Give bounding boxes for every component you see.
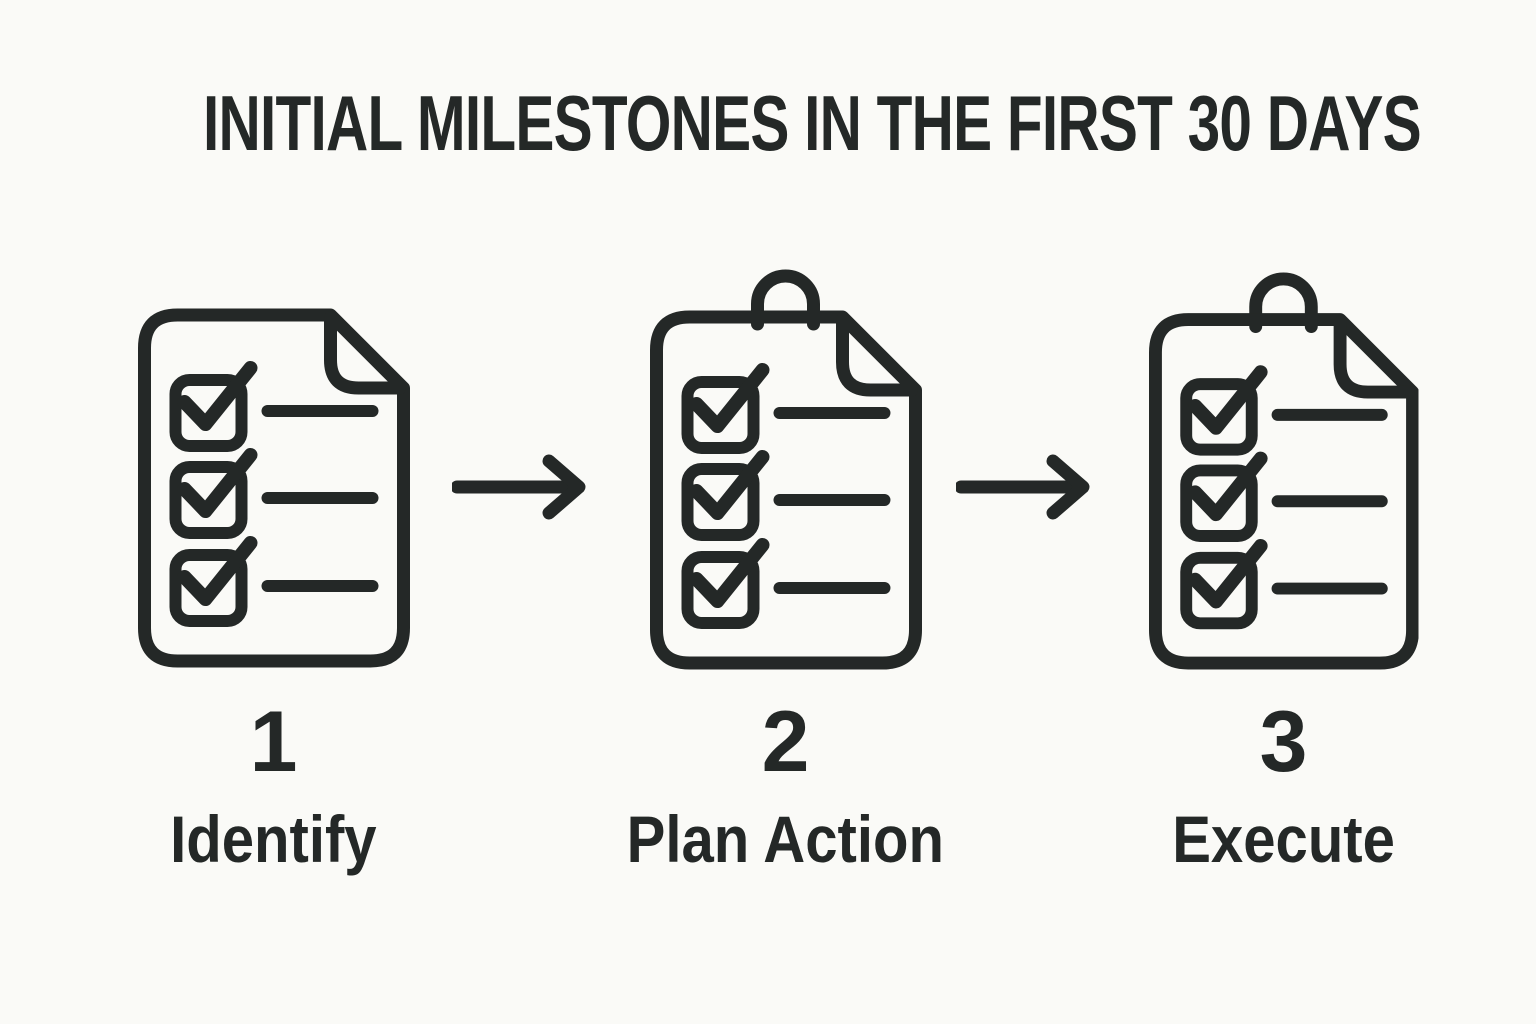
right-arrow-icon — [956, 454, 1090, 520]
checklist-row — [169, 361, 378, 452]
step-label: Plan Action — [626, 802, 945, 876]
step-plan-action: 2 Plan Action — [600, 0, 971, 1024]
checklist-row — [681, 363, 890, 454]
page-title: INITIAL MILESTONES IN THE FIRST 30 DAYS — [0, 84, 1536, 162]
clipboard-checklist-icon — [1148, 272, 1419, 670]
clipboard-checklist-icon — [649, 269, 922, 670]
step-number: 2 — [761, 694, 810, 790]
step-label: Identify — [170, 802, 377, 876]
checklist-row — [1179, 538, 1388, 630]
page-title-text: INITIAL MILESTONES IN THE FIRST 30 DAYS — [202, 79, 1422, 167]
checklist-row — [1179, 451, 1388, 542]
step-identify: 1 Identify — [88, 0, 459, 1024]
checklist-document-icon — [137, 308, 410, 668]
step-number: 3 — [1259, 694, 1308, 790]
checklist-row — [681, 538, 890, 629]
right-arrow-icon — [452, 454, 586, 520]
checklist-row — [169, 448, 378, 539]
step-number: 1 — [249, 694, 298, 790]
checklist-row — [1179, 365, 1388, 456]
step-execute: 3 Execute — [1098, 0, 1469, 1024]
checklist-row — [169, 536, 378, 627]
checklist-row — [681, 450, 890, 541]
step-label: Execute — [1172, 802, 1395, 876]
